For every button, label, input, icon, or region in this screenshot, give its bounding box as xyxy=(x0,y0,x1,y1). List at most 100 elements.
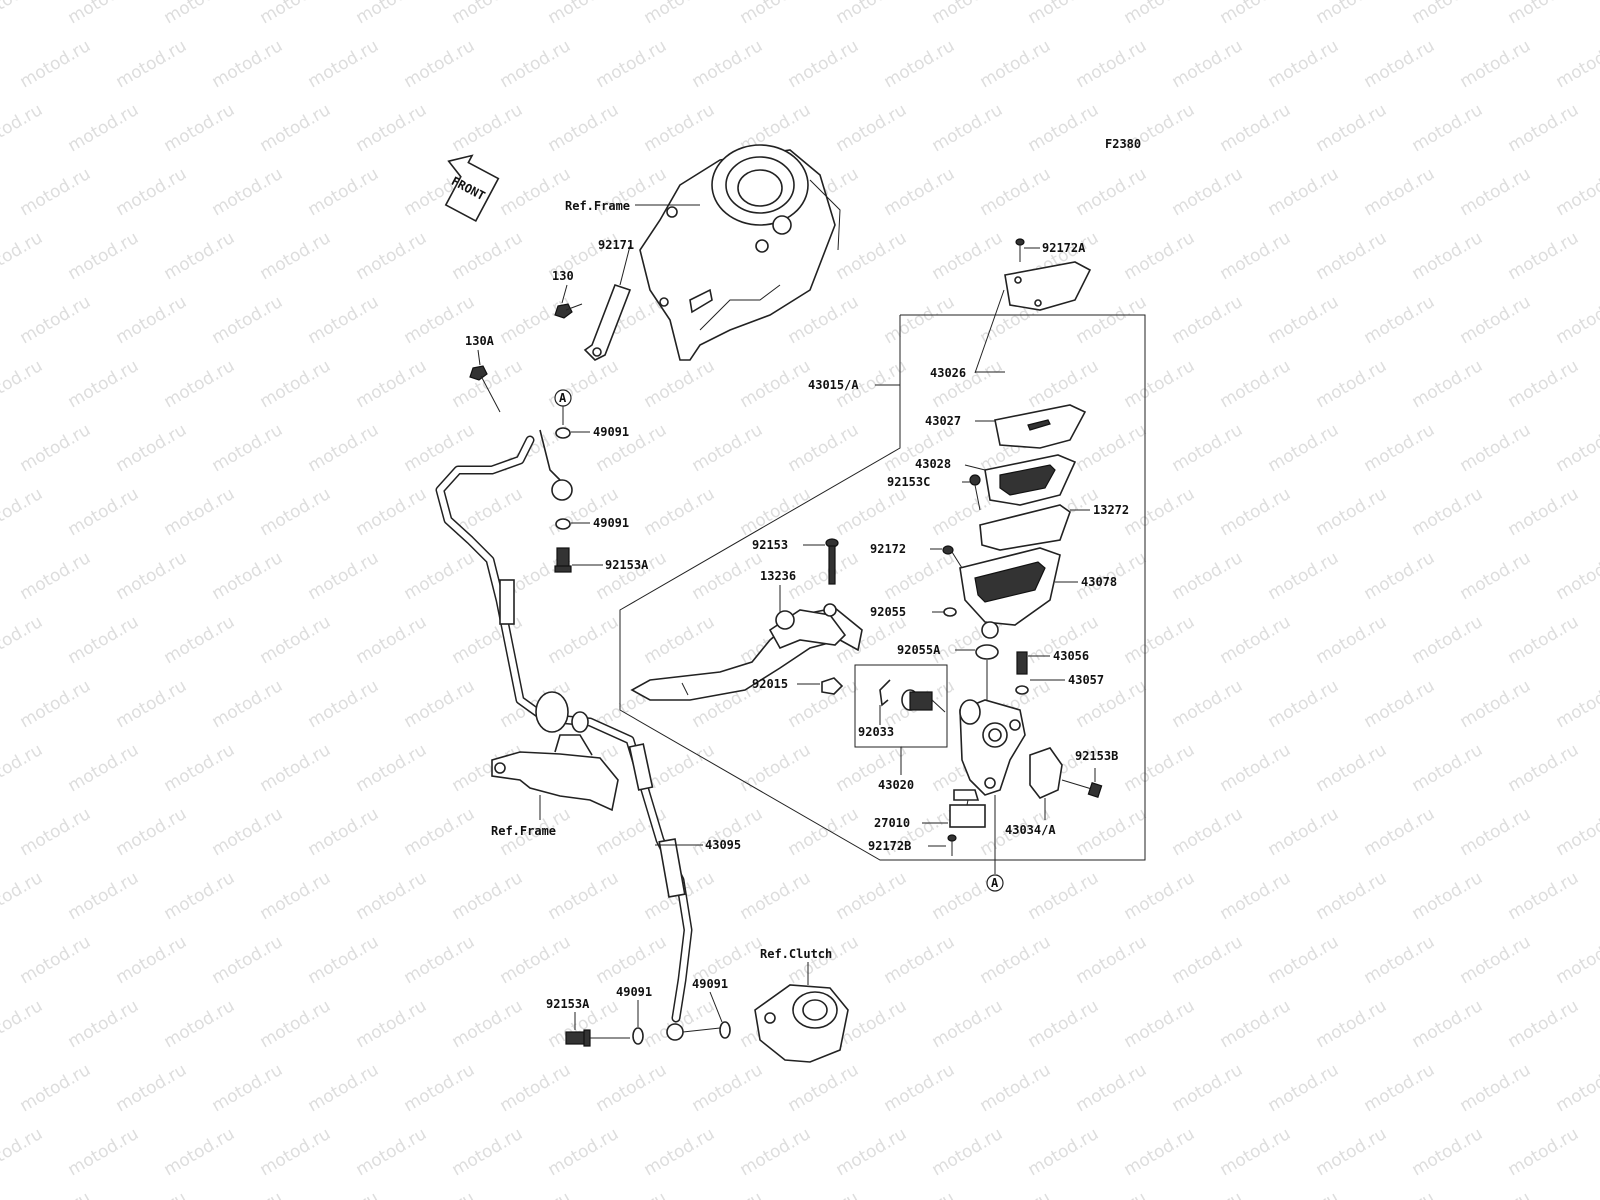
watermark-text: motod.ru xyxy=(353,740,431,796)
watermark-text: motod.ru xyxy=(929,0,1007,28)
watermark-text: motod.ru xyxy=(881,548,959,604)
banjo-fitting-top xyxy=(551,479,573,501)
svg-text:A: A xyxy=(991,876,999,890)
pivot-bolt-92153-icon xyxy=(825,538,839,585)
screw-92153C-icon xyxy=(969,474,981,511)
watermark-text: motod.ru xyxy=(1169,1188,1247,1200)
watermark-text: motod.ru xyxy=(113,548,191,604)
watermark-text: motod.ru xyxy=(929,996,1007,1052)
watermark-text: motod.ru xyxy=(1457,548,1535,604)
bolt-130A-icon xyxy=(469,365,501,413)
watermark-text: motod.ru xyxy=(17,1188,95,1200)
watermark-text: motod.ru xyxy=(977,1188,1055,1200)
watermark-text: motod.ru xyxy=(1073,420,1151,476)
watermark-text: motod.ru xyxy=(0,740,46,796)
watermark-text: motod.ru xyxy=(17,420,95,476)
watermark-text: motod.ru xyxy=(305,1188,383,1200)
part-label-92171: 92171 xyxy=(598,238,634,252)
watermark-text: motod.ru xyxy=(209,1188,287,1200)
watermark-text: motod.ru xyxy=(0,100,46,156)
watermark-text: motod.ru xyxy=(17,292,95,348)
ref-frame-top-label: Ref.Frame xyxy=(565,199,630,213)
part-label-49091-d: 49091 xyxy=(692,977,728,991)
watermark-text: motod.ru xyxy=(1409,740,1487,796)
watermark-text: motod.ru xyxy=(1457,36,1535,92)
watermark-text: motod.ru xyxy=(401,1060,479,1116)
watermark-text: motod.ru xyxy=(65,612,143,668)
watermark-text: motod.ru xyxy=(209,164,287,220)
watermark-text: motod.ru xyxy=(353,868,431,924)
watermark-text: motod.ru xyxy=(545,356,623,412)
watermark-text: motod.ru xyxy=(593,36,671,92)
watermark-text: motod.ru xyxy=(1313,228,1391,284)
part-label-92172B: 92172B xyxy=(868,839,911,853)
part-label-43078: 43078 xyxy=(1081,575,1117,589)
watermark-text: motod.ru xyxy=(785,420,863,476)
watermark-text: motod.ru xyxy=(353,0,431,28)
watermark-text: motod.ru xyxy=(1121,356,1199,412)
watermark-text: motod.ru xyxy=(1025,996,1103,1052)
watermark-text: motod.ru xyxy=(1217,100,1295,156)
watermark-text: motod.ru xyxy=(1265,1060,1343,1116)
watermark-text: motod.ru xyxy=(449,228,527,284)
watermark-text: motod.ru xyxy=(1121,484,1199,540)
frame-bracket-bottom-drawing xyxy=(491,734,619,812)
watermark-text: motod.ru xyxy=(545,1124,623,1180)
watermark-text: motod.ru xyxy=(449,996,527,1052)
watermark-text: motod.ru xyxy=(833,484,911,540)
assembly-outline xyxy=(619,314,1146,861)
watermark-text: motod.ru xyxy=(1169,676,1247,732)
bleeder-43056-icon xyxy=(1016,651,1028,675)
watermark-text: motod.ru xyxy=(881,36,959,92)
watermark-text: motod.ru xyxy=(641,100,719,156)
frame-head-drawing xyxy=(639,144,841,361)
watermark-text: motod.ru xyxy=(1073,1188,1151,1200)
master-cylinder-body-drawing xyxy=(959,699,1026,796)
watermark-text: motod.ru xyxy=(65,0,143,28)
hose-ferrule xyxy=(499,579,515,625)
watermark-text: motod.ru xyxy=(1553,1188,1600,1200)
watermark-text: motod.ru xyxy=(1553,676,1600,732)
washer-49091-bottom-a xyxy=(632,1027,644,1045)
watermark-text: motod.ru xyxy=(0,356,46,412)
watermark-text: motod.ru xyxy=(353,356,431,412)
watermark-text: motod.ru xyxy=(113,676,191,732)
watermark-text: motod.ru xyxy=(257,228,335,284)
watermark-text: motod.ru xyxy=(257,740,335,796)
watermark-text: motod.ru xyxy=(785,804,863,860)
watermark-text: motod.ru xyxy=(785,36,863,92)
watermark-text: motod.ru xyxy=(305,164,383,220)
watermark-text: motod.ru xyxy=(353,996,431,1052)
watermark-text: motod.ru xyxy=(161,0,239,28)
clutch-slave-cylinder-drawing xyxy=(754,984,849,1063)
part-label-92153A-a: 92153A xyxy=(605,558,649,572)
watermark-text: motod.ru xyxy=(257,100,335,156)
bracket-92171-drawing xyxy=(583,283,632,361)
watermark-text: motod.ru xyxy=(1361,548,1439,604)
part-label-92015: 92015 xyxy=(752,677,788,691)
watermark-text: motod.ru xyxy=(545,100,623,156)
watermark-text: motod.ru xyxy=(1313,740,1391,796)
watermark-text: motod.ru xyxy=(833,100,911,156)
watermark-text: motod.ru xyxy=(1313,1124,1391,1180)
watermark-text: motod.ru xyxy=(1505,0,1583,28)
watermark-text: motod.ru xyxy=(0,868,46,924)
washer-49091-mid xyxy=(555,518,571,530)
watermark-text: motod.ru xyxy=(257,612,335,668)
watermark-text: motod.ru xyxy=(401,804,479,860)
watermark-text: motod.ru xyxy=(1313,484,1391,540)
watermark-text: motod.ru xyxy=(401,932,479,988)
watermark-text: motod.ru xyxy=(641,0,719,28)
watermark-text: motod.ru xyxy=(401,676,479,732)
part-label-43027: 43027 xyxy=(925,414,961,428)
bolt-92153B-icon xyxy=(1061,779,1103,799)
watermark-text: motod.ru xyxy=(1553,36,1600,92)
watermark-text: motod.ru xyxy=(449,356,527,412)
watermark-text: motod.ru xyxy=(353,100,431,156)
watermark-text: motod.ru xyxy=(113,804,191,860)
watermark-text: motod.ru xyxy=(1265,932,1343,988)
watermark-text: motod.ru xyxy=(1265,36,1343,92)
part-label-43057: 43057 xyxy=(1068,673,1104,687)
watermark-text: motod.ru xyxy=(1361,420,1439,476)
watermark-text: motod.ru xyxy=(1217,228,1295,284)
